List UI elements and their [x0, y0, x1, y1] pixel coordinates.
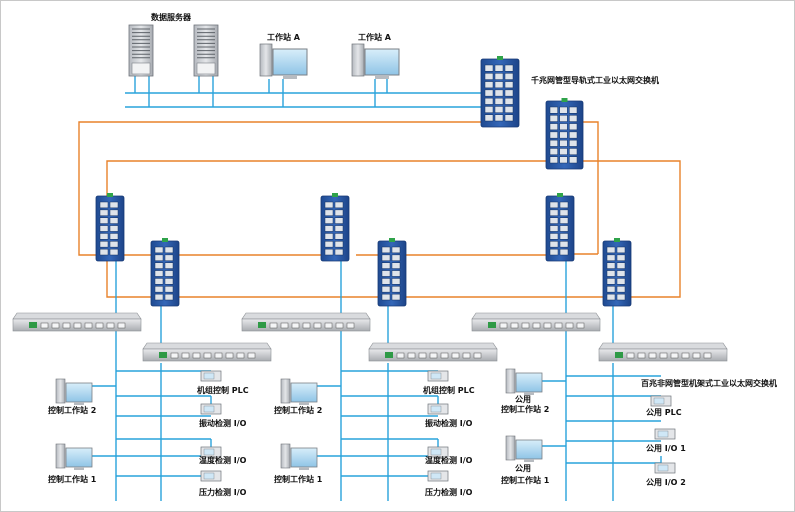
- gigabit-switch-1b: [150, 238, 180, 307]
- g1-device-pressure-label: 压力检测 I/O: [199, 487, 247, 497]
- switch-uplinks: [115, 261, 614, 343]
- rack-switch-label: 百兆非网管型机架式工业以太网交换机: [641, 378, 777, 388]
- fiber-links: [123, 253, 603, 298]
- g2-station-2-label: 控制工作站 2: [274, 405, 322, 415]
- data-server-1: [128, 24, 154, 77]
- rack-switch-1b: [142, 342, 272, 362]
- g3-station-2-prefix: 公用: [515, 395, 531, 404]
- workstation-a-1-icon: [259, 43, 308, 79]
- g1-device-temp-label: 温度检测 I/O: [199, 455, 247, 465]
- field-bus-group-3: [541, 331, 662, 501]
- g3-device-plc-label: 公用 PLC: [646, 408, 682, 417]
- workstation-a-1-label: 工作站 A: [267, 32, 301, 42]
- g2-device-pressure-label: 压力检测 I/O: [425, 487, 473, 497]
- gigabit-switch-2b: [377, 238, 407, 307]
- g1-station-2-label: 控制工作站 2: [48, 405, 96, 415]
- rack-switch-2a: [241, 312, 371, 332]
- rack-switch-2b: [368, 342, 498, 362]
- workstation-a-2-icon: [351, 43, 400, 79]
- field-device-icons: [200, 370, 676, 482]
- g3-device-io1-label: 公用 I/O 1: [646, 444, 686, 453]
- rack-switch-3a: [471, 312, 601, 332]
- gigabit-switch-core-2: [545, 98, 584, 170]
- workstation-a-2-label: 工作站 A: [358, 32, 392, 42]
- gigabit-switch-core-1: [480, 56, 520, 128]
- g3-station-1-label: 控制工作站 1: [501, 475, 550, 485]
- gigabit-switch-3b: [602, 238, 632, 307]
- gigabit-switch-1a: [95, 193, 125, 262]
- gigabit-switch-2a: [320, 193, 350, 262]
- g1-device-vibration-label: 振动检测 I/O: [199, 418, 247, 428]
- data-server-2: [193, 24, 219, 77]
- field-bus-group-1: [91, 331, 212, 501]
- g2-device-vibration-label: 振动检测 I/O: [425, 418, 473, 428]
- g1-station-1-label: 控制工作站 1: [48, 474, 97, 484]
- g3-device-io2-label: 公用 I/O 2: [646, 478, 686, 487]
- g2-device-temp-label: 温度检测 I/O: [425, 455, 473, 465]
- rack-switch-3b: [598, 342, 728, 362]
- gigabit-switch-3a: [545, 193, 575, 262]
- control-station-icons: [55, 368, 543, 470]
- g3-station-2-label: 控制工作站 2: [501, 404, 549, 414]
- gigabit-switch-label: 千兆网管型导轨式工业以太网交换机: [531, 75, 659, 85]
- g3-station-1-prefix: 公用: [515, 464, 531, 473]
- g2-device-plc-label: 机组控制 PLC: [423, 385, 475, 395]
- rack-switch-1a: [12, 312, 142, 332]
- g2-station-1-label: 控制工作站 1: [274, 474, 323, 484]
- g1-device-plc-label: 机组控制 PLC: [197, 385, 249, 395]
- fiber-ring-inner: [106, 160, 681, 298]
- top-ethernet-bus: [125, 76, 481, 108]
- data-server-label: 数据服务器: [151, 12, 192, 22]
